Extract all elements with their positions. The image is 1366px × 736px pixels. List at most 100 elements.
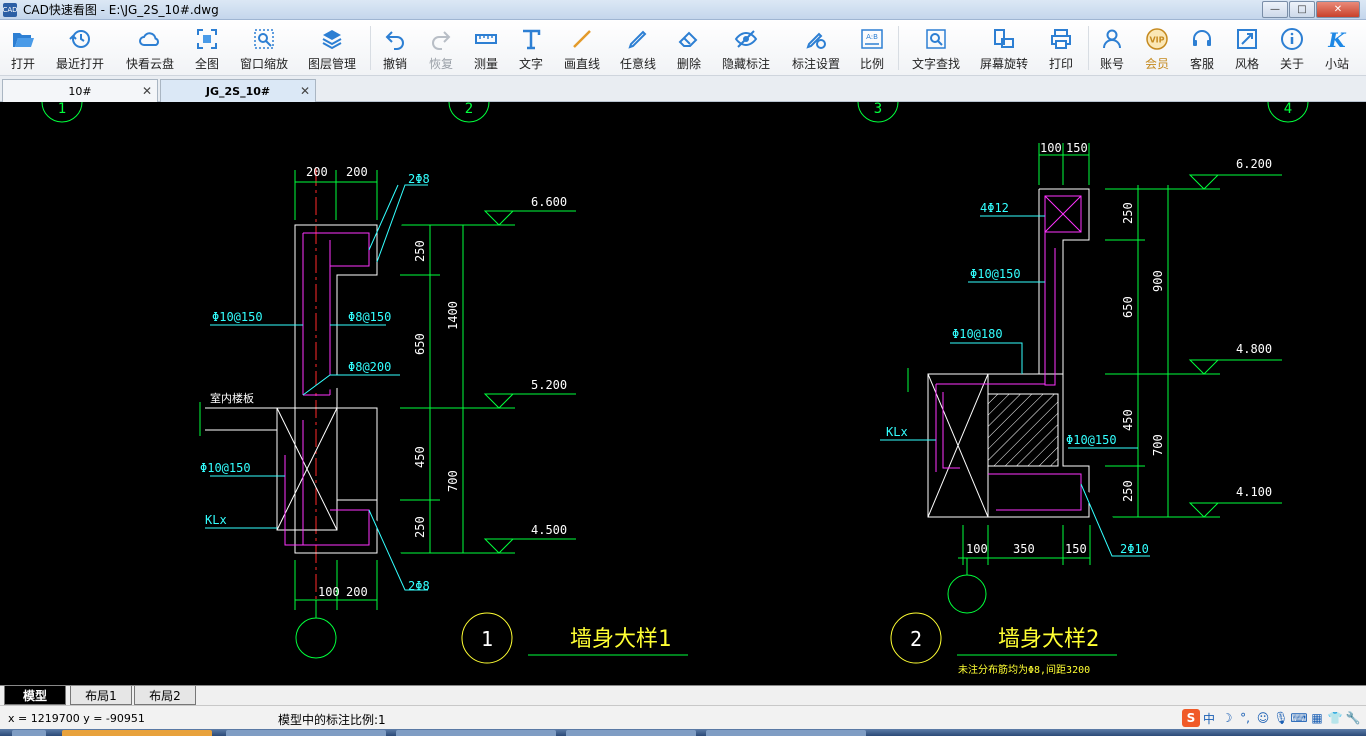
- account-button[interactable]: 账号: [1093, 20, 1131, 76]
- screen-rotate-button[interactable]: 屏幕旋转: [974, 20, 1034, 76]
- cloud-disk-button[interactable]: 快看云盘: [120, 20, 180, 76]
- tab-close-icon[interactable]: ✕: [141, 84, 152, 98]
- freehand-line-button[interactable]: 任意线: [614, 20, 662, 76]
- full-view-button[interactable]: 全图: [188, 20, 226, 76]
- doc-tab-jg-2s-10[interactable]: JG_2S_10# ✕: [160, 79, 316, 102]
- sogou-ime-icon[interactable]: S: [1182, 709, 1200, 727]
- cad-drawing: 1 2 3 4: [41, 102, 1309, 676]
- dim-text: 700: [446, 470, 460, 492]
- recent-open-button[interactable]: 最近打开: [50, 20, 110, 76]
- cloud-disk-label: 快看云盘: [125, 57, 174, 71]
- tab-close-icon[interactable]: ✕: [299, 84, 310, 98]
- about-button[interactable]: 关于: [1273, 20, 1311, 76]
- punctuation-icon[interactable]: °,: [1240, 711, 1250, 725]
- dim-text: 200: [306, 165, 328, 179]
- dim-text: 250: [1121, 480, 1135, 502]
- wall-detail-1: [199, 168, 688, 664]
- annotation-gear-icon: [806, 32, 826, 49]
- dim-text: 1400: [446, 301, 460, 330]
- dim-text: 450: [1121, 409, 1135, 431]
- eraser-icon: [678, 31, 698, 47]
- toolbox-icon[interactable]: ▦: [1311, 711, 1323, 725]
- text-button[interactable]: 文字: [512, 20, 550, 76]
- app-logo-icon: CAD: [2, 2, 18, 17]
- dim-text: 650: [413, 333, 427, 355]
- voice-input-icon[interactable]: 🎙: [1273, 711, 1289, 725]
- dim-text: 250: [413, 240, 427, 262]
- detail-number: 1: [481, 627, 493, 651]
- cloud-icon: [139, 32, 159, 46]
- emoji-icon[interactable]: ☺: [1256, 711, 1270, 725]
- tab-layout-1[interactable]: 布局1: [70, 686, 132, 705]
- window-zoom-button[interactable]: 窗口缩放: [234, 20, 294, 76]
- text-t-icon: [523, 29, 541, 50]
- doc-tab-label: 10#: [68, 84, 92, 98]
- text-search-button[interactable]: 文字查找: [906, 20, 966, 76]
- drawing-canvas[interactable]: 1 2 3 4: [0, 102, 1366, 685]
- fullscreen-icon: [197, 29, 217, 49]
- rebar-label: Φ10@150: [212, 310, 263, 324]
- grid-bubble-label: 4: [1284, 102, 1292, 117]
- vip-member-button[interactable]: VIP 会员: [1138, 20, 1176, 76]
- keyboard-icon[interactable]: ⌨: [1290, 711, 1308, 725]
- rebar-label: 2Φ8: [408, 579, 430, 593]
- tab-model[interactable]: 模型: [4, 686, 66, 705]
- close-button[interactable]: ✕: [1316, 1, 1360, 18]
- settings-wrench-icon[interactable]: 🔧: [1345, 711, 1361, 725]
- chinese-mode-icon[interactable]: 中: [1202, 711, 1215, 726]
- open-button[interactable]: 打开: [0, 20, 46, 76]
- taskbar-item[interactable]: [706, 730, 866, 736]
- layer-manager-button[interactable]: 图层管理: [302, 20, 362, 76]
- measure-label: 测量: [473, 57, 498, 71]
- style-button[interactable]: 风格: [1228, 20, 1266, 76]
- taskbar-item[interactable]: [226, 730, 386, 736]
- skin-icon[interactable]: 👕: [1327, 711, 1343, 725]
- style-label: 风格: [1234, 57, 1259, 71]
- os-taskbar: [0, 729, 1366, 736]
- annotation-scale-text: 模型中的标注比例:1: [278, 713, 386, 727]
- user-icon: [1103, 29, 1121, 49]
- mini-site-label: 小站: [1324, 57, 1349, 71]
- dim-text: 250: [413, 516, 427, 538]
- dim-text: 900: [1151, 270, 1165, 292]
- detail-title: 墙身大样1: [570, 627, 671, 652]
- pen-icon: [628, 30, 647, 49]
- undo-button[interactable]: 撤销: [376, 20, 414, 76]
- dim-text: 450: [413, 446, 427, 468]
- beam-label: KLx: [205, 513, 227, 527]
- layout-tab-bar: 模型 布局1 布局2: [0, 685, 1366, 705]
- dim-text: 150: [1065, 542, 1087, 556]
- account-label: 账号: [1099, 57, 1124, 71]
- redo-button[interactable]: 恢复: [422, 20, 460, 76]
- status-bar: x = 1219700 y = -90951 模型中的标注比例:1 S 中 ☽ …: [0, 705, 1366, 729]
- print-button[interactable]: 打印: [1042, 20, 1080, 76]
- hide-annotation-button[interactable]: 隐藏标注: [716, 20, 776, 76]
- delete-button[interactable]: 删除: [670, 20, 708, 76]
- dim-text: 100: [966, 542, 988, 556]
- mini-site-button[interactable]: K 小站: [1318, 20, 1356, 76]
- half-width-icon[interactable]: ☽: [1221, 711, 1233, 725]
- customer-service-button[interactable]: 客服: [1183, 20, 1221, 76]
- annotation-settings-button[interactable]: 标注设置: [786, 20, 846, 76]
- doc-tab-10[interactable]: 10# ✕: [2, 79, 158, 102]
- measure-button[interactable]: 测量: [467, 20, 505, 76]
- tab-layout-2[interactable]: 布局2: [134, 686, 196, 705]
- minimize-button[interactable]: —: [1262, 1, 1288, 18]
- elevation-text: 4.800: [1236, 342, 1272, 356]
- taskbar-item[interactable]: [62, 730, 212, 736]
- zoom-window-icon: [254, 29, 274, 49]
- full-view-label: 全图: [194, 57, 219, 71]
- redo-label: 恢复: [428, 57, 453, 71]
- start-button[interactable]: [12, 730, 46, 736]
- taskbar-item[interactable]: [396, 730, 556, 736]
- draw-line-button[interactable]: 画直线: [556, 20, 608, 76]
- document-tab-bar: 10# ✕ JG_2S_10# ✕: [0, 76, 1366, 102]
- grid-bubble: [857, 102, 899, 123]
- scale-button[interactable]: A:B 比例: [853, 20, 891, 76]
- maximize-button[interactable]: □: [1289, 1, 1315, 18]
- screen-rotate-label: 屏幕旋转: [979, 57, 1028, 71]
- taskbar-item[interactable]: [566, 730, 696, 736]
- detail-1-labels: 200 200 100 200 250 650 450 250 1400 700…: [200, 165, 671, 652]
- rotate-screen-icon: [994, 29, 1014, 48]
